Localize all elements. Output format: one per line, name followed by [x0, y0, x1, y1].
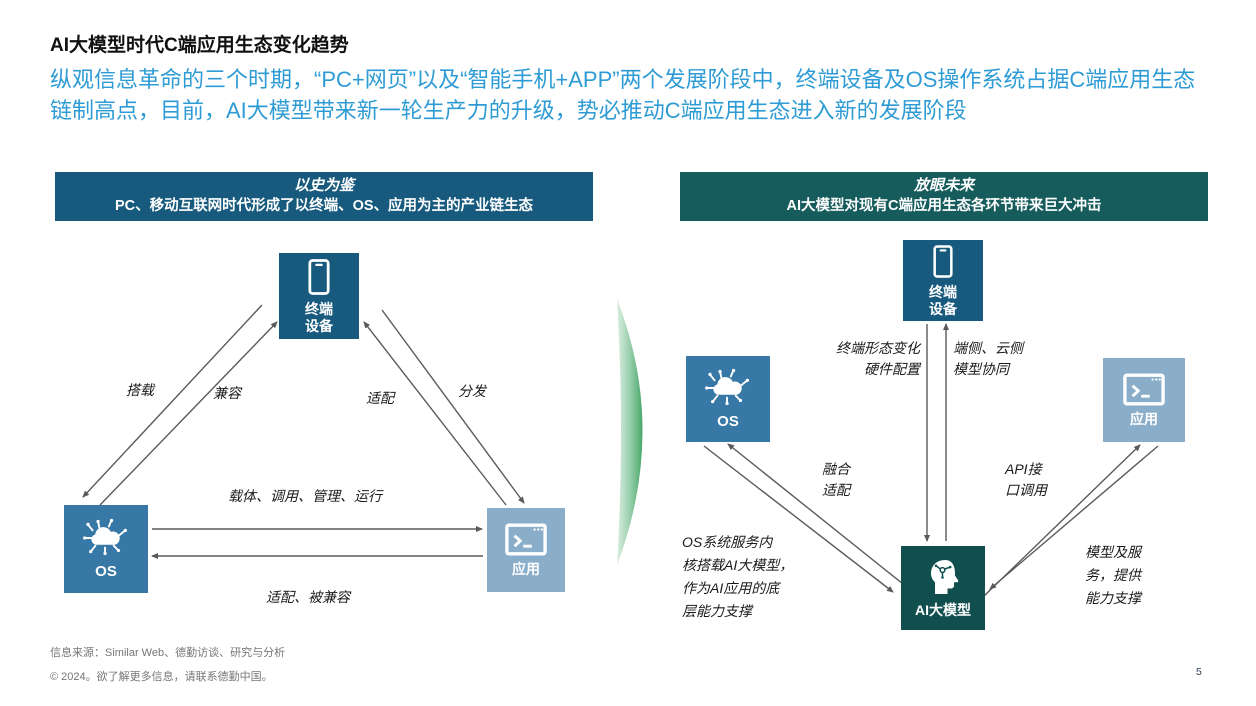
- left-diagram-arrows: [82, 304, 525, 559]
- left-node-terminal: 终端 设备: [279, 253, 359, 339]
- page-title: AI大模型时代C端应用生态变化趋势: [50, 35, 349, 56]
- edge-label-api-call: API接 口调用: [1005, 461, 1047, 498]
- smartphone-icon: [308, 258, 330, 296]
- ai-head-icon: [923, 557, 963, 597]
- right-node-ai-model: AI大模型: [901, 546, 985, 630]
- edge-label-adapt-compat: 适配、被兼容: [266, 589, 350, 605]
- edge-label-compatible: 兼容: [213, 385, 241, 401]
- edge-label-fusion-adapt: 融合 适配: [822, 461, 850, 498]
- right-node-app-label: 应用: [1130, 410, 1158, 427]
- footer-copyright: © 2024。欲了解更多信息，请联系德勤中国。: [50, 671, 273, 683]
- smartphone-icon: [933, 244, 953, 279]
- right-node-os: OS: [686, 356, 770, 442]
- edge-label-distribute: 分发: [458, 383, 486, 399]
- right-node-app: 应用: [1103, 358, 1185, 442]
- edge-label-cloud-device-model: 端侧、云侧 模型协同: [953, 340, 1023, 377]
- edge-label-carrier: 载体、调用、管理、运行: [228, 488, 382, 504]
- page-number: 5: [1196, 666, 1202, 678]
- left-node-app: 应用: [487, 508, 565, 592]
- note-os-ai-model: OS系统服务内 核搭载AI大模型， 作为AI应用的底 层能力支撑: [682, 534, 794, 619]
- edge-label-terminal-hardware: 终端形态变化 硬件配置: [836, 340, 920, 377]
- right-node-os-label: OS: [717, 413, 739, 430]
- left-panel-title: 以史为鉴: [293, 177, 354, 194]
- transition-arrow: [617, 299, 643, 565]
- edge-label-adapt: 适配: [366, 390, 394, 406]
- terminal-window-icon: [505, 523, 547, 556]
- right-node-ai-label: AI大模型: [915, 602, 971, 618]
- left-node-terminal-label: 终端 设备: [305, 300, 333, 334]
- left-node-app-label: 应用: [512, 560, 540, 577]
- cloud-network-icon: [705, 368, 751, 408]
- terminal-window-icon: [1123, 373, 1165, 406]
- left-node-os-label: OS: [95, 563, 117, 580]
- right-panel-header: 放眼未来 AI大模型对现有C端应用生态各环节带来巨大冲击: [680, 172, 1208, 221]
- right-node-terminal-label: 终端 设备: [929, 283, 957, 317]
- page-subtitle: 纵观信息革命的三个时期，“PC+网页”以及“智能手机+APP”两个发展阶段中，终…: [50, 67, 1196, 123]
- right-panel-title: 放眼未来: [913, 177, 974, 194]
- note-model-service: 模型及服 务，提供 能力支撑: [1085, 544, 1141, 606]
- edge-label-mount: 搭载: [126, 382, 154, 398]
- right-panel-subtitle: AI大模型对现有C端应用生态各环节带来巨大冲击: [786, 198, 1102, 214]
- left-panel-subtitle: PC、移动互联网时代形成了以终端、OS、应用为主的产业链生态: [114, 198, 534, 214]
- footer-source: 信息来源：Similar Web、德勤访谈、研究与分析: [50, 647, 286, 659]
- left-panel-header: 以史为鉴 PC、移动互联网时代形成了以终端、OS、应用为主的产业链生态: [55, 172, 593, 221]
- left-node-os: OS: [64, 505, 148, 593]
- right-node-terminal: 终端 设备: [903, 240, 983, 321]
- cloud-network-icon: [83, 518, 129, 558]
